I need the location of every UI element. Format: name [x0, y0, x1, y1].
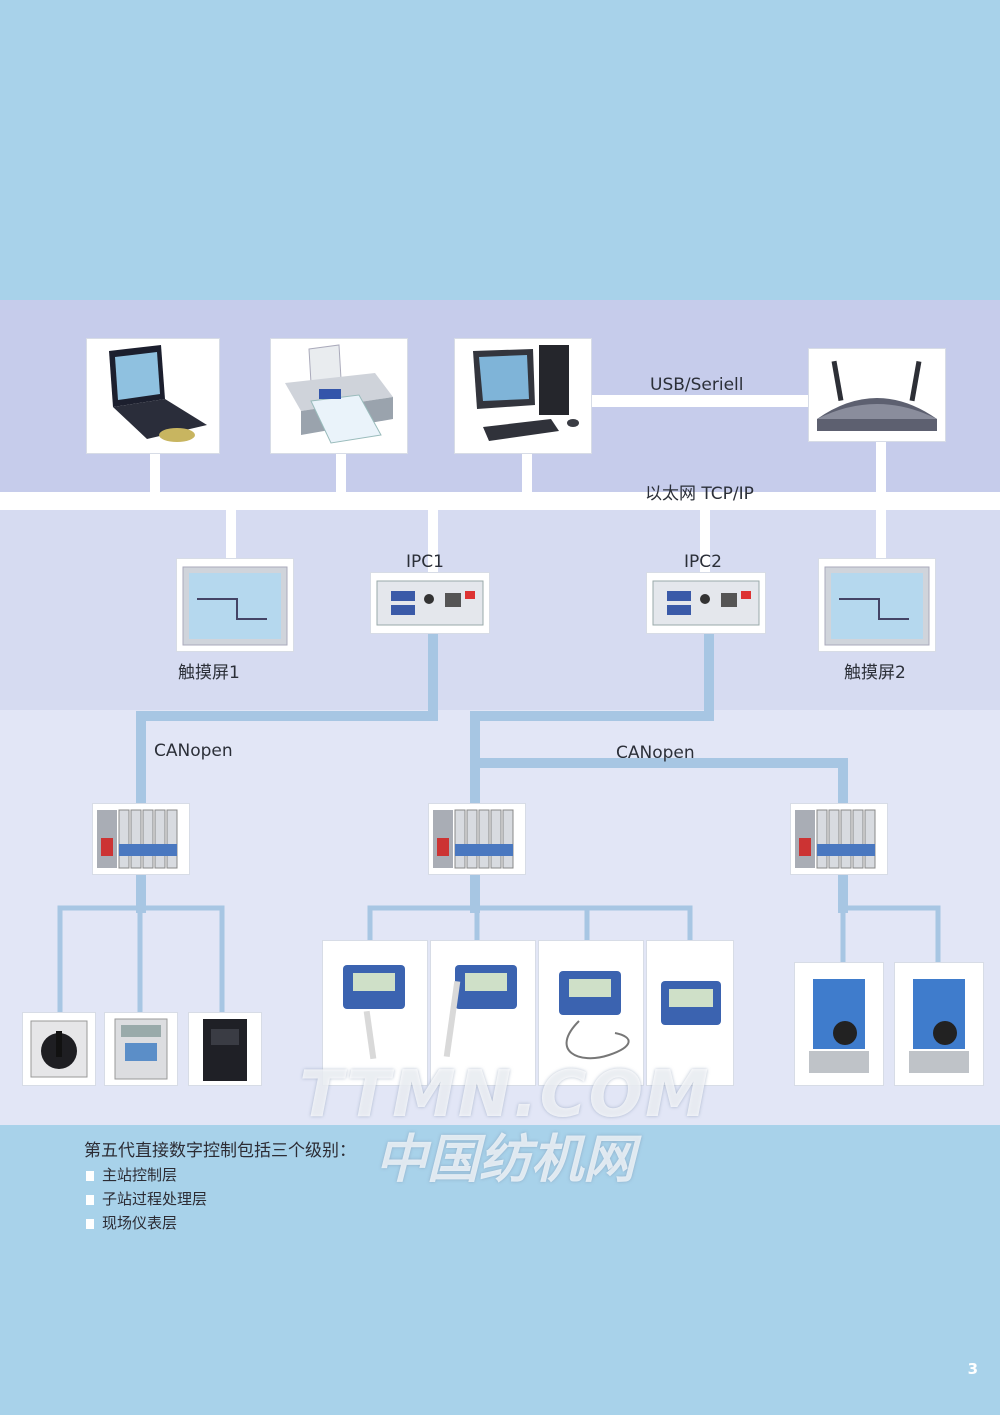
temperature-sensor-icon [559, 971, 630, 1060]
bullet-icon [86, 1195, 94, 1205]
desktop-pc-icon [473, 345, 579, 441]
actuator-1-card [794, 962, 884, 1086]
sensor-4-card [646, 940, 734, 1086]
laptop-icon [109, 345, 207, 442]
ipc2-card [646, 572, 766, 634]
printer-card [270, 338, 408, 454]
printer-icon [285, 344, 393, 444]
list-item: 现场仪表层 [86, 1212, 207, 1236]
usb-serial-label: USB/Seriell [650, 375, 744, 395]
router-icon [817, 360, 937, 431]
touch-screen-2-icon [824, 566, 930, 646]
ipc1-label: IPC1 [406, 552, 444, 572]
touch-screen-1-label: 触摸屏1 [178, 663, 240, 683]
rotary-switch-card [22, 1012, 96, 1086]
sensor-1-card [322, 940, 428, 1086]
io-module-icon [97, 809, 178, 869]
description-intro: 第五代直接数字控制包括三个级别： [84, 1141, 356, 1161]
io-module-1-card [92, 803, 190, 875]
actuator-2-card [894, 962, 984, 1086]
router-card [808, 348, 946, 442]
levels-list: 主站控制层 子站过程处理层 现场仪表层 [86, 1164, 207, 1236]
contactor-card [104, 1012, 178, 1086]
actuator-icon [809, 979, 869, 1073]
ipc2-icon [652, 580, 760, 626]
bullet-icon [86, 1219, 94, 1229]
list-item: 主站控制层 [86, 1164, 207, 1188]
list-item: 子站过程处理层 [86, 1188, 207, 1212]
page-number: 3 [967, 1360, 978, 1378]
humidity-sensor-icon [443, 965, 517, 1058]
io-module-icon [795, 809, 876, 869]
canopen-label-2: CANopen [616, 743, 695, 763]
relay-card [188, 1012, 262, 1086]
watermark-line-1: TTMN.COM [299, 1058, 711, 1132]
ipc1-icon [376, 580, 484, 626]
ipc2-label: IPC2 [684, 552, 722, 572]
canopen-lines [136, 630, 848, 913]
rotary-switch-icon [30, 1020, 88, 1078]
touch-screen-1-icon [182, 566, 288, 646]
touch-screen-1-card [176, 558, 294, 652]
watermark-line-2: 中国纺机网 [374, 1130, 635, 1190]
actuator-icon [909, 979, 969, 1073]
field-branch-lines [57, 905, 941, 1014]
bullet-icon [86, 1171, 94, 1181]
io-module-icon [433, 809, 514, 869]
ethernet-bus [0, 395, 1000, 572]
watermark: TTMN.COM 中国纺机网 [270, 1060, 740, 1190]
canopen-label-1: CANopen [154, 741, 233, 761]
humidity-sensor-icon [343, 965, 405, 1060]
io-module-2-card [428, 803, 526, 875]
contactor-icon [114, 1018, 168, 1080]
touch-screen-2-card [818, 558, 936, 652]
io-module-3-card [790, 803, 888, 875]
laptop-card [86, 338, 220, 454]
pc-card [454, 338, 592, 454]
touch-screen-2-label: 触摸屏2 [844, 663, 906, 683]
pressure-sensor-icon [661, 981, 721, 1025]
relay-icon [203, 1019, 247, 1081]
sensor-2-card [430, 940, 536, 1086]
sensor-3-card [538, 940, 644, 1086]
ipc1-card [370, 572, 490, 634]
ethernet-label: 以太网 TCP/IP [645, 484, 754, 504]
